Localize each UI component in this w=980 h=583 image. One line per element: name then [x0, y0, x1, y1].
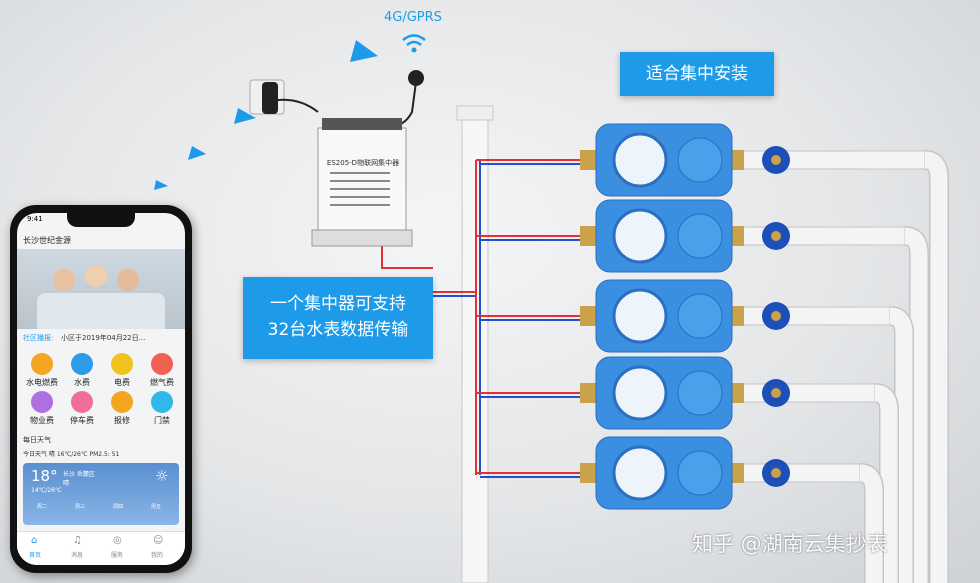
- property-icon[interactable]: [31, 391, 53, 413]
- weather-line: 今日天气 晴 16℃/26℃ PM2.5: 51: [23, 451, 120, 458]
- home-icon[interactable]: ⌂: [31, 535, 38, 546]
- user-icon[interactable]: ☺: [153, 535, 164, 546]
- valve-hub: [771, 388, 781, 398]
- collector-model: ES205-D物联网集中器: [326, 159, 400, 167]
- brass-fitting: [580, 383, 600, 403]
- riser-pipe: [859, 464, 883, 583]
- meter-cap: [677, 137, 723, 183]
- sun-icon: ☼: [155, 467, 169, 485]
- valve-hub: [771, 311, 781, 321]
- signal-arrows: [154, 40, 378, 190]
- service-label: 门禁: [154, 416, 170, 425]
- riser-pipe: [874, 384, 898, 583]
- power-adapter: [262, 82, 278, 114]
- collector-top: [322, 118, 402, 130]
- day-label: 周三: [75, 504, 86, 510]
- callout-line-2: 32台水表数据传输: [267, 320, 409, 340]
- water-icon[interactable]: [71, 353, 93, 375]
- service-label: 物业费: [30, 416, 54, 425]
- meter-cap: [677, 450, 723, 496]
- day-label: 周五: [151, 504, 162, 510]
- service-label: 水费: [74, 378, 90, 387]
- location-selector[interactable]: 长沙世纪金源: [23, 236, 71, 245]
- callout-capacity: 一个集中器可支持 32台水表数据传输: [243, 277, 433, 359]
- weather-title: 每日天气: [23, 436, 51, 444]
- brass-fitting: [580, 150, 600, 170]
- banner-image: [17, 249, 185, 329]
- nav-label: 我的: [151, 552, 164, 559]
- collector-mount: [311, 229, 413, 247]
- weather-range: 14℃/26℃: [31, 487, 62, 494]
- day-label: 周二: [37, 504, 48, 510]
- valve-hub: [771, 155, 781, 165]
- riser-pipe: [924, 151, 948, 583]
- phone-screen: 9:41 长沙世纪金源 社区播报: 小区于2019年04月22日... 水电燃费…: [17, 213, 185, 565]
- pipe-cap: [456, 105, 494, 121]
- notice-text[interactable]: 小区于2019年04月22日...: [61, 334, 146, 342]
- repair-icon[interactable]: [111, 391, 133, 413]
- meter-cap: [677, 293, 723, 339]
- notice-label: 社区播报:: [23, 334, 54, 342]
- brass-fitting: [580, 463, 600, 483]
- service-label: 电费: [114, 378, 130, 387]
- riser-pipe: [904, 227, 928, 583]
- nav-label: 首页: [29, 552, 42, 559]
- weather-card: 18° 长沙 岳麓区 晴 14℃/26℃ ☼ 周二 周三 周四 周五: [23, 463, 179, 525]
- horizontal-pipe: [739, 463, 861, 483]
- meter-cap: [677, 370, 723, 416]
- power-cable: [277, 98, 319, 113]
- weather-city: 长沙 岳麓区: [63, 471, 95, 478]
- meter-dial: [612, 365, 668, 421]
- gas-icon[interactable]: [151, 353, 173, 375]
- utility-icon[interactable]: [31, 353, 53, 375]
- smartphone: 9:41 长沙世纪金源 社区播报: 小区于2019年04月22日... 水电燃费…: [10, 205, 192, 573]
- status-time: 9:41: [27, 215, 43, 223]
- wifi-icon: [402, 34, 426, 46]
- bottom-nav: ⌂ ♫ ◎ ☺ 首页 消息 服务 我的: [17, 531, 185, 565]
- horizontal-pipe: [739, 383, 876, 403]
- riser-pipe: [889, 307, 913, 583]
- meter-dial: [612, 208, 668, 264]
- callout-install: 适合集中安装: [620, 52, 774, 96]
- electric-icon[interactable]: [111, 353, 133, 375]
- weather-cond: 晴: [63, 480, 70, 487]
- door-icon[interactable]: [151, 391, 173, 413]
- antenna: [408, 70, 424, 86]
- service-label: 报修: [114, 416, 130, 425]
- meter-dial: [612, 445, 668, 501]
- valve-hub: [771, 231, 781, 241]
- watermark: 知乎 @湖南云集抄表: [692, 532, 888, 556]
- parking-icon[interactable]: [71, 391, 93, 413]
- meter-dial: [612, 288, 668, 344]
- brass-fitting: [580, 226, 600, 246]
- valve-hub: [771, 468, 781, 478]
- service-icon[interactable]: ◎: [113, 535, 122, 546]
- bell-icon[interactable]: ♫: [73, 535, 82, 546]
- meter-dial: [612, 132, 668, 188]
- collector-box: [317, 127, 407, 239]
- service-label: 燃气费: [150, 378, 174, 387]
- weather-temp: 18°: [31, 467, 58, 485]
- day-label: 周四: [113, 504, 124, 510]
- service-label: 水电燃费: [26, 378, 58, 387]
- red-cable: [381, 245, 433, 269]
- service-label: 停车费: [70, 416, 94, 425]
- nav-label: 服务: [111, 552, 124, 559]
- callout-line-1: 一个集中器可支持: [270, 294, 406, 314]
- meter-cap: [677, 213, 723, 259]
- network-label: 4G/GPRS: [384, 10, 442, 25]
- nav-label: 消息: [71, 552, 84, 559]
- brass-fitting: [580, 306, 600, 326]
- phone-notch: [67, 213, 135, 227]
